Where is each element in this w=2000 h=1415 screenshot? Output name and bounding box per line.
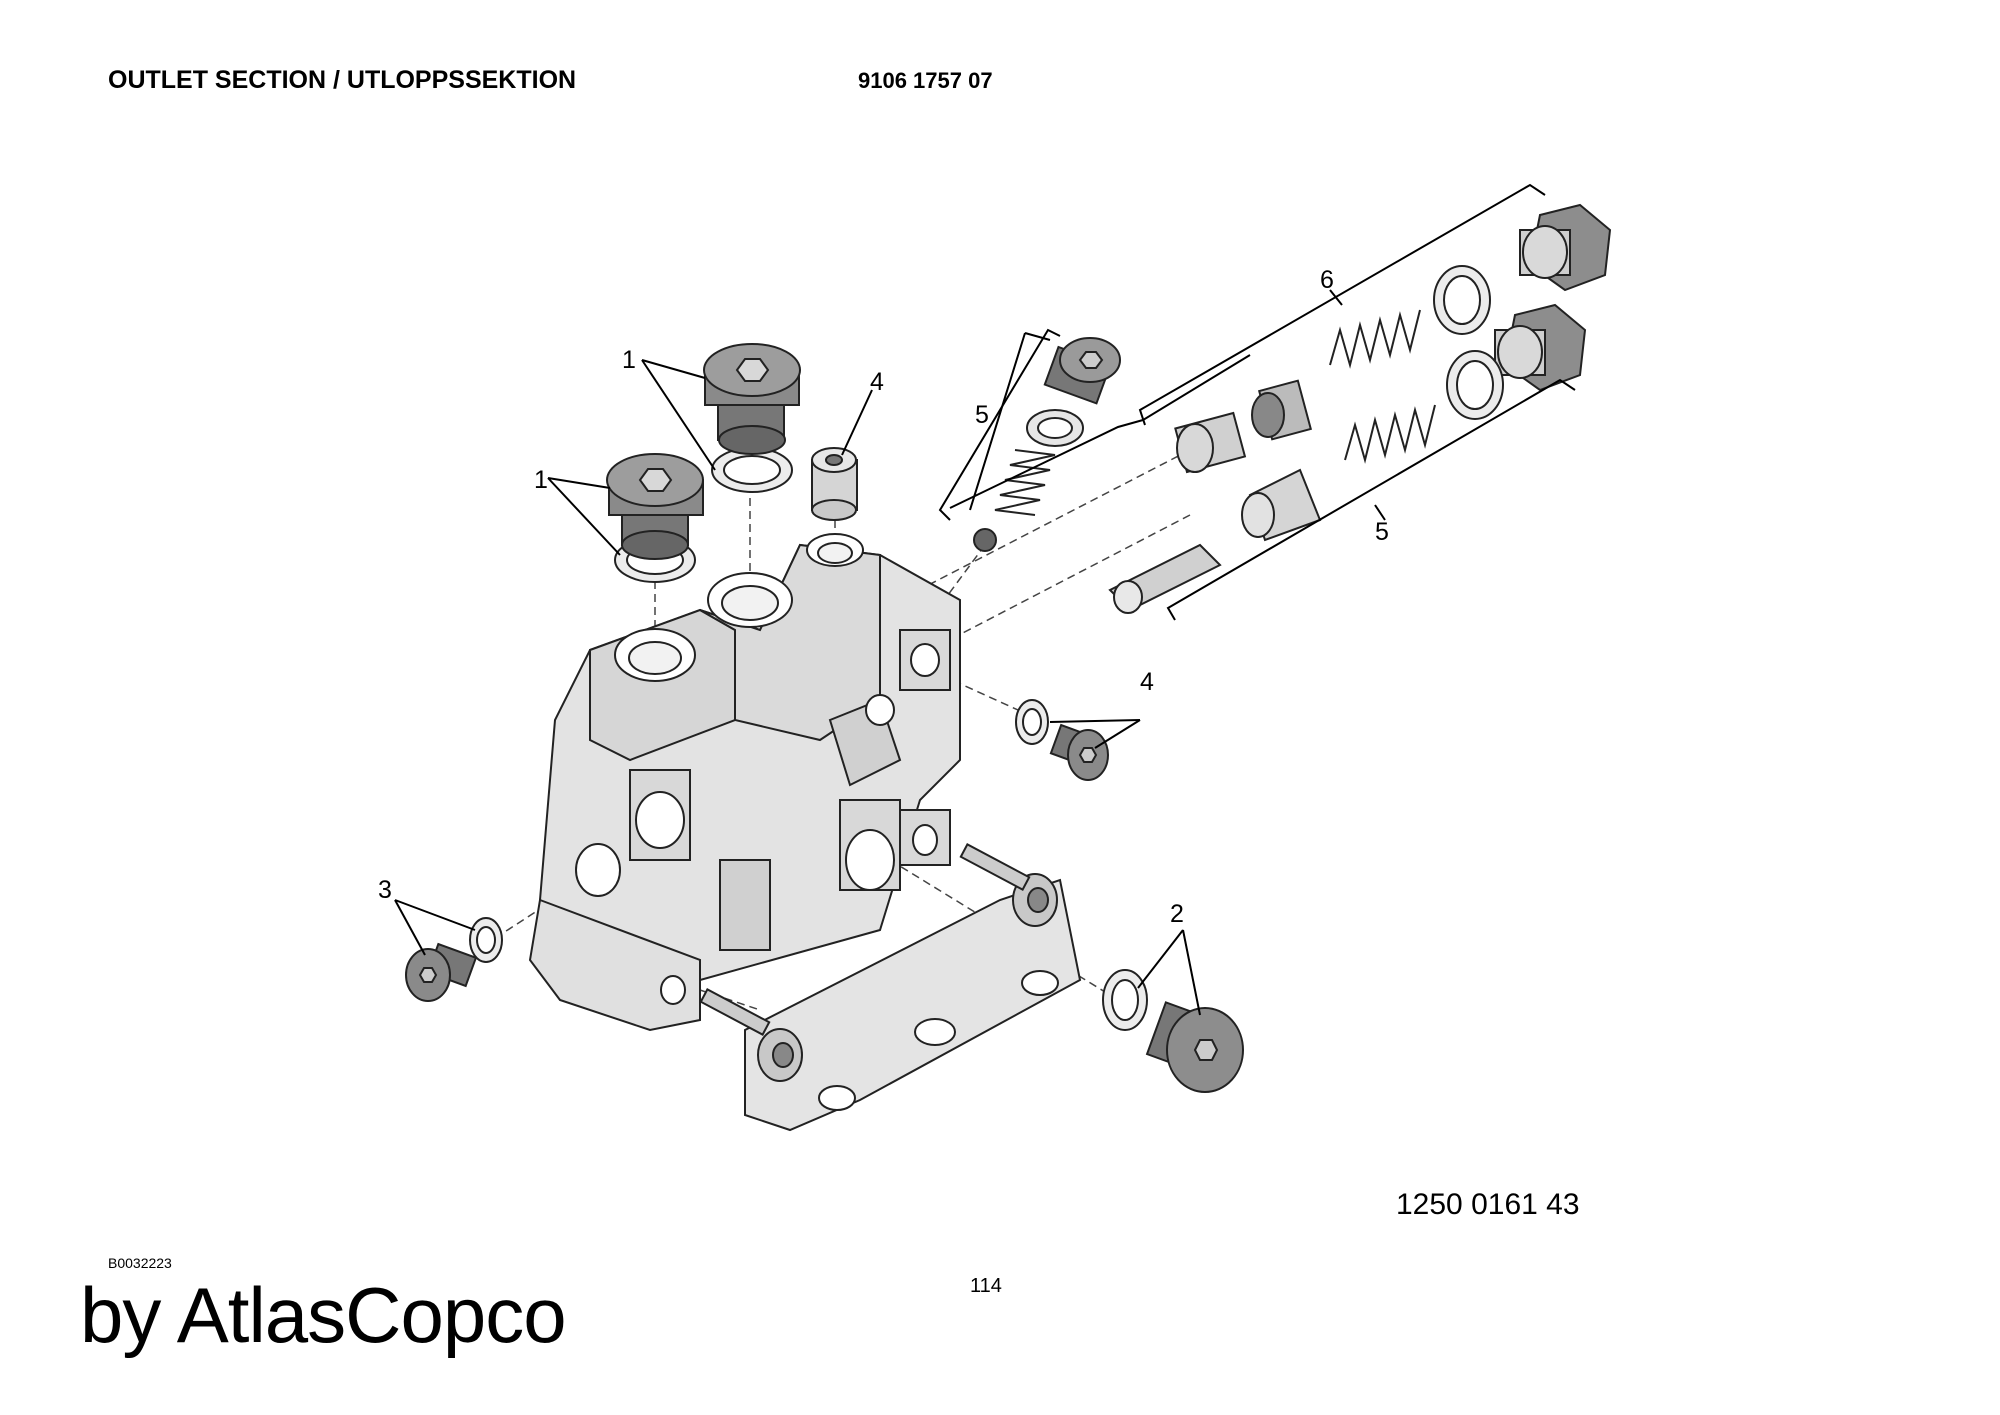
part-number: 9106 1757 07 — [858, 68, 993, 93]
side-plug-right — [1015, 699, 1109, 781]
plug-bottom-right — [1102, 969, 1244, 1093]
side-plug-left — [405, 917, 503, 1002]
callout-2: 2 — [1170, 900, 1184, 928]
plug-top-large — [703, 343, 801, 493]
pressure-valve-stack — [1108, 203, 1612, 614]
image-number: 1250 0161 43 — [1396, 1188, 1580, 1221]
relief-valve-stack — [973, 337, 1121, 552]
callout-5-right: 5 — [1375, 518, 1389, 546]
atlascopco-watermark: by AtlasCopco — [80, 1271, 567, 1359]
document-title: OUTLET SECTION / UTLOPPSSEKTION — [108, 66, 577, 94]
callout-4-side: 4 — [1140, 668, 1154, 696]
leader-lines — [394, 332, 1251, 1016]
mounting-bracket — [699, 843, 1082, 1132]
callout-1-lower: 1 — [534, 466, 548, 494]
callout-6: 6 — [1320, 266, 1334, 294]
callout-5-left: 5 — [975, 401, 989, 429]
page-number: 114 — [970, 1275, 1002, 1297]
callout-3: 3 — [378, 876, 392, 904]
callout-1-upper: 1 — [622, 346, 636, 374]
small-plug-top — [811, 447, 858, 521]
callout-4-top: 4 — [870, 368, 884, 396]
reference-code: B0032223 — [108, 1255, 172, 1271]
subassembly-brackets — [938, 183, 1576, 621]
plug-top-left — [606, 453, 704, 583]
valve-block — [528, 533, 961, 1032]
